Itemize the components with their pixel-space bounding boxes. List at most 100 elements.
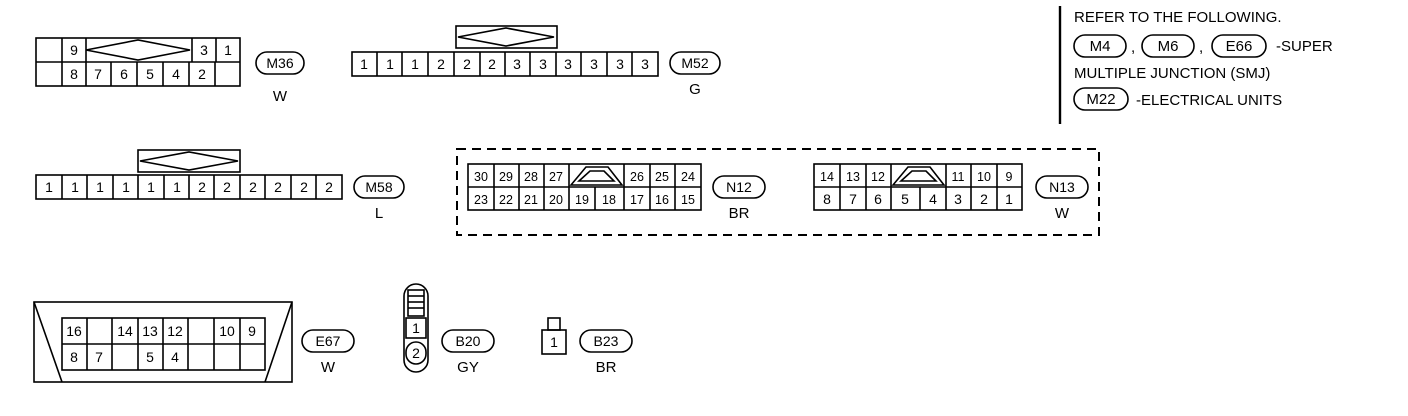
pin-label: 2 (325, 179, 333, 195)
pin-label: 1 (412, 320, 420, 336)
connector-m52-pins: 1 1 1 2 2 2 3 3 3 3 3 3 (360, 56, 649, 72)
pin-label: 2 (437, 56, 445, 72)
pin-label: 1 (147, 179, 155, 195)
connector-id-b23: B23 BR (579, 329, 633, 376)
pin-label: 14 (117, 323, 133, 339)
connector-n13 (813, 163, 1023, 211)
pin-label: 1 (173, 179, 181, 195)
pin-label: 4 (172, 66, 180, 82)
pin-label: 25 (655, 170, 669, 184)
pin-label: 1 (122, 179, 130, 195)
pin-label: 1 (96, 179, 104, 195)
pin-label: 10 (977, 170, 991, 184)
ref-separator: , (1199, 39, 1203, 56)
pin-label: 5 (146, 66, 154, 82)
pin-label: 2 (274, 179, 282, 195)
connector-m36-pins: 9 3 1 8 7 6 5 4 2 (70, 42, 232, 82)
pin-label: 3 (513, 56, 521, 72)
pin-label: 3 (564, 56, 572, 72)
connector-id-label: N12 (726, 179, 752, 195)
pin-label: 1 (411, 56, 419, 72)
pin-label: 27 (549, 170, 563, 184)
connector-id-label: M58 (365, 179, 392, 195)
pin-label: 1 (360, 56, 368, 72)
pin-label: 3 (616, 56, 624, 72)
connector-id-m58: M58 L (353, 175, 405, 222)
pin-label: 17 (630, 193, 644, 207)
pin-label: 3 (954, 191, 962, 207)
pin-label: 2 (300, 179, 308, 195)
connector-id-label: M52 (681, 55, 708, 71)
connector-e67 (33, 301, 293, 383)
ref-chip-m22: M22 (1086, 91, 1115, 108)
connector-m36 (35, 37, 241, 87)
pin-label: 18 (602, 193, 616, 207)
pin-label: 9 (70, 42, 78, 58)
pin-label: 20 (549, 193, 563, 207)
pin-label: 5 (146, 349, 154, 365)
pin-label: 12 (167, 323, 183, 339)
pin-label: 24 (681, 170, 695, 184)
pin-label: 1 (45, 179, 53, 195)
connector-id-label: B23 (594, 333, 619, 349)
pin-label: 2 (249, 179, 257, 195)
wire-color-label: W (321, 359, 336, 376)
pin-label: 4 (171, 349, 179, 365)
pin-label: 6 (874, 191, 882, 207)
pin-label: 2 (198, 179, 206, 195)
pin-label: 28 (524, 170, 538, 184)
pin-label: 22 (499, 193, 513, 207)
pin-label: 2 (488, 56, 496, 72)
pin-label: 29 (499, 170, 513, 184)
wire-color-label: G (689, 81, 701, 98)
ref-super-text: -SUPER (1276, 38, 1333, 55)
connector-n13-pins: 14 13 12 11 10 9 8 7 6 5 4 3 2 1 (820, 170, 1013, 207)
pin-label: 2 (980, 191, 988, 207)
pin-label: 8 (70, 66, 78, 82)
pin-label: 10 (219, 323, 235, 339)
ref-separator: , (1131, 39, 1135, 56)
pin-label: 1 (1005, 191, 1013, 207)
dashed-group-outline (456, 148, 1100, 236)
connector-m52 (351, 25, 659, 77)
pin-label: 21 (524, 193, 538, 207)
wire-color-label: L (375, 205, 383, 222)
ref-electrical-text: -ELECTRICAL UNITS (1136, 92, 1282, 109)
pin-label: 1 (550, 334, 558, 350)
pin-label: 9 (1006, 170, 1013, 184)
ref-chip-m4: M4 (1090, 38, 1111, 55)
pin-label: 1 (71, 179, 79, 195)
pin-label: 13 (142, 323, 158, 339)
connector-m58-pins: 1 1 1 1 1 1 2 2 2 2 2 2 (45, 179, 333, 195)
pin-label: 1 (224, 42, 232, 58)
reference-line-3: MULTIPLE JUNCTION (SMJ) (1074, 65, 1270, 82)
pin-label: 14 (820, 170, 834, 184)
pin-label: 15 (681, 193, 695, 207)
pin-label: 7 (849, 191, 857, 207)
pin-label: 2 (412, 345, 420, 361)
pin-label: 6 (120, 66, 128, 82)
pin-label: 19 (575, 193, 589, 207)
pin-label: 11 (952, 170, 965, 184)
pin-label: 1 (386, 56, 394, 72)
pin-label: 16 (655, 193, 669, 207)
pin-label: 4 (929, 191, 937, 207)
connector-n12-pins: 30 29 28 27 26 25 24 23 22 21 20 19 18 1… (474, 170, 695, 207)
wire-color-label: BR (596, 359, 617, 376)
ref-chip-m6: M6 (1158, 38, 1179, 55)
connector-id-label: E67 (316, 333, 341, 349)
pin-label: 12 (871, 170, 885, 184)
pin-label: 3 (590, 56, 598, 72)
pin-label: 8 (70, 349, 78, 365)
connector-id-label: B20 (456, 333, 481, 349)
connector-m58 (35, 149, 343, 200)
connector-id-e67: E67 W (301, 329, 355, 376)
connector-id-label: N13 (1049, 179, 1075, 195)
pin-label: 16 (66, 323, 82, 339)
pin-label: 30 (474, 170, 488, 184)
connector-n12 (467, 163, 702, 211)
connector-b20 (403, 283, 429, 373)
pin-label: 3 (641, 56, 649, 72)
pin-label: 2 (198, 66, 206, 82)
